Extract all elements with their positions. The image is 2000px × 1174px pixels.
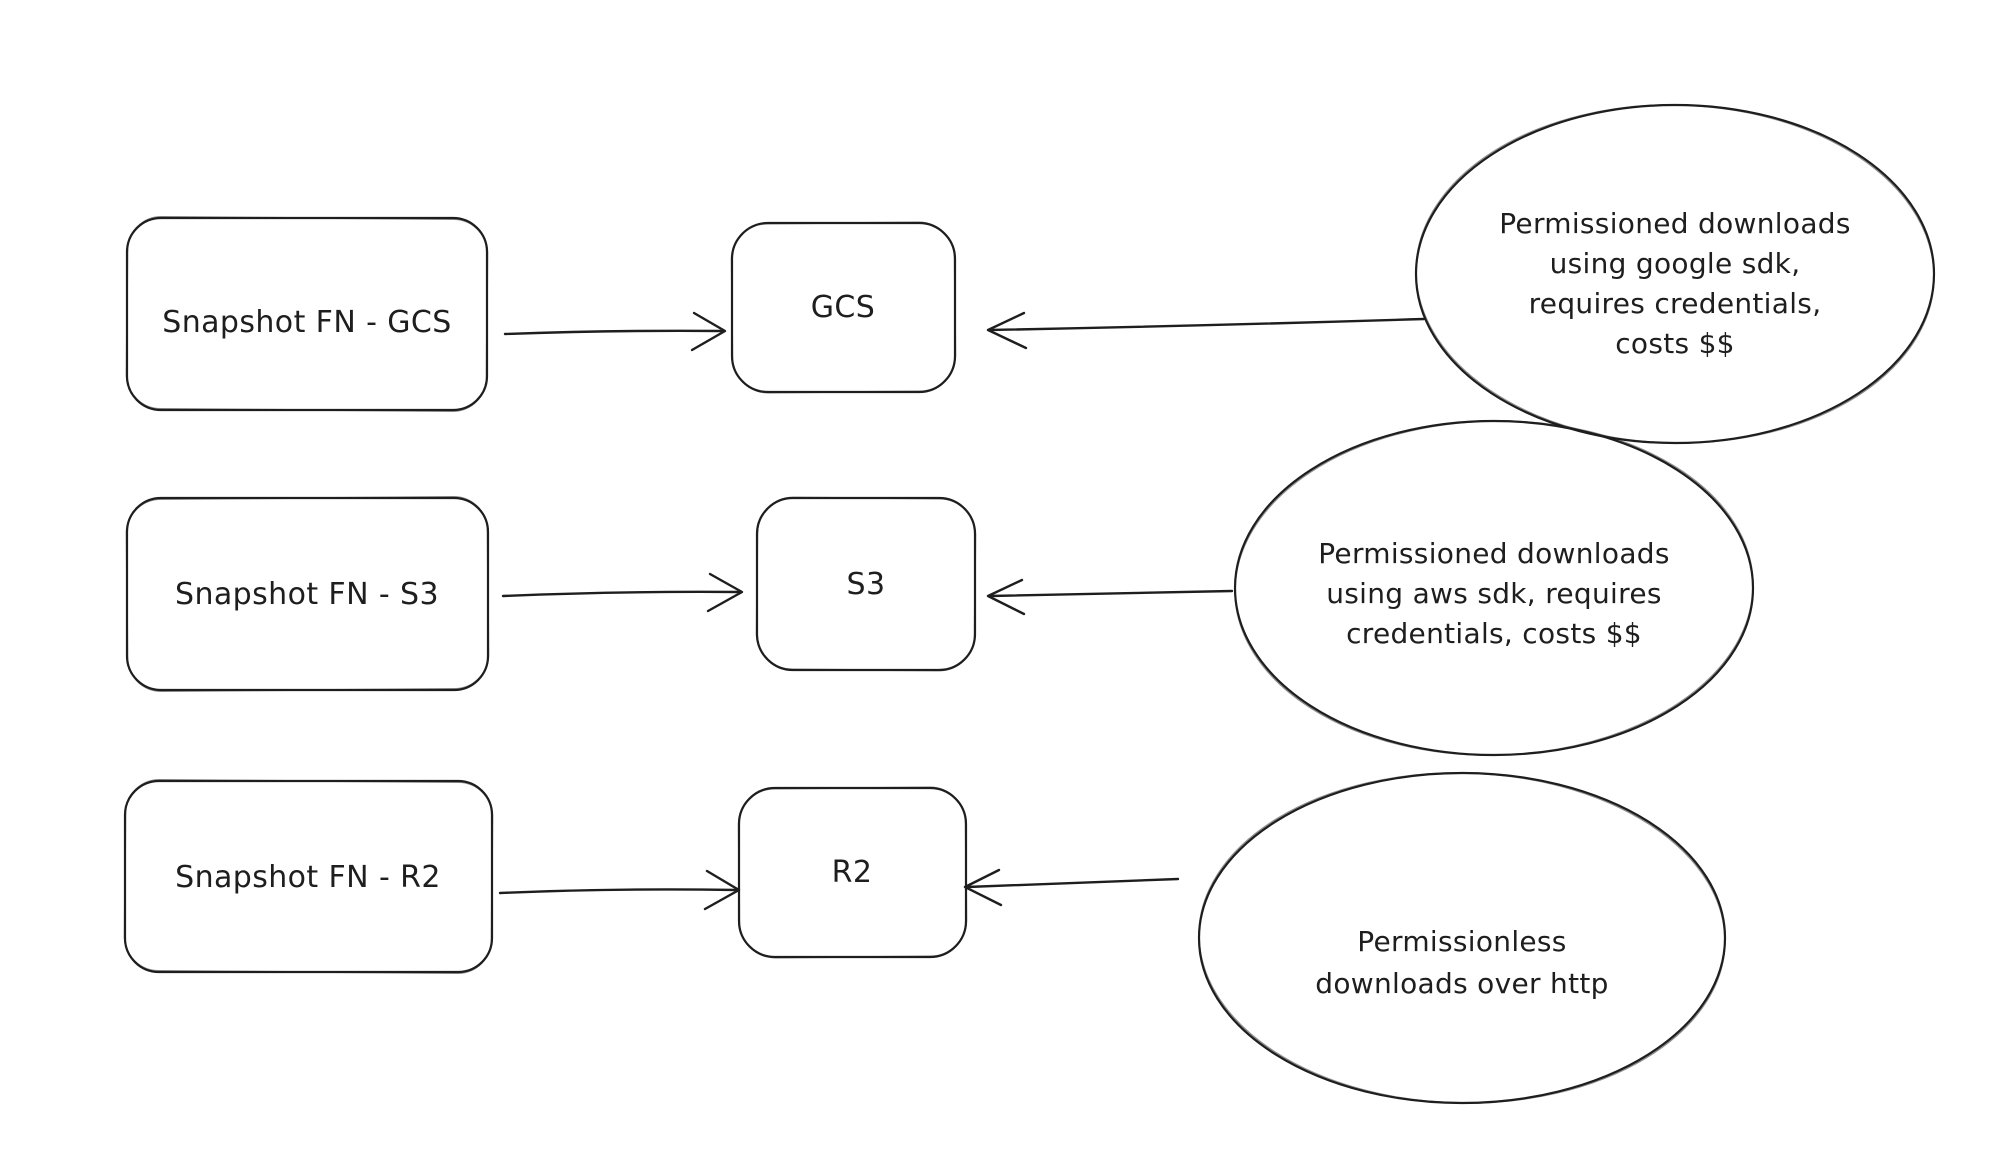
note-s3-line-2: using aws sdk, requires (1326, 577, 1662, 610)
arrow-gcs-note-to-gcs (986, 311, 1426, 350)
node-snapshot-fn-gcs: Snapshot FN - GCS (125, 216, 489, 412)
node-label-snapshot-fn-r2: Snapshot FN - R2 (175, 860, 441, 895)
arrow-snapshot-r2-to-r2 (498, 869, 741, 911)
note-r2-ellipse: Permissionless downloads over http (1197, 771, 1727, 1105)
node-snapshot-fn-r2: Snapshot FN - R2 (123, 779, 494, 974)
note-s3-ellipse: Permissioned downloads using aws sdk, re… (1233, 419, 1755, 757)
note-r2-line-2: downloads over http (1315, 967, 1608, 1000)
arrow-s3-note-to-s3 (986, 578, 1234, 616)
node-label-gcs: GCS (811, 290, 875, 325)
note-gcs-ellipse: Permissioned downloads using google sdk,… (1414, 103, 1936, 445)
node-snapshot-fn-s3: Snapshot FN - S3 (125, 496, 490, 692)
node-gcs: GCS (730, 221, 957, 394)
arrow-r2-note-to-r2 (963, 868, 1180, 907)
node-label-snapshot-fn-s3: Snapshot FN - S3 (175, 577, 439, 612)
node-label-r2: R2 (832, 855, 873, 890)
node-label-snapshot-fn-gcs: Snapshot FN - GCS (162, 305, 451, 340)
note-s3-line-3: credentials, costs $$ (1346, 617, 1642, 650)
node-r2: R2 (737, 786, 968, 959)
note-gcs-line-3: requires credentials, (1529, 287, 1822, 320)
arrow-snapshot-s3-to-s3 (501, 572, 744, 613)
note-s3-line-1: Permissioned downloads (1318, 537, 1670, 570)
node-label-s3: S3 (847, 567, 886, 602)
note-gcs-line-2: using google sdk, (1550, 247, 1801, 280)
node-s3: S3 (755, 496, 977, 672)
note-gcs-line-4: costs $$ (1615, 327, 1735, 360)
arrow-snapshot-gcs-to-gcs (503, 311, 727, 352)
note-gcs-line-1: Permissioned downloads (1499, 207, 1851, 240)
note-r2-line-1: Permissionless (1357, 925, 1566, 958)
